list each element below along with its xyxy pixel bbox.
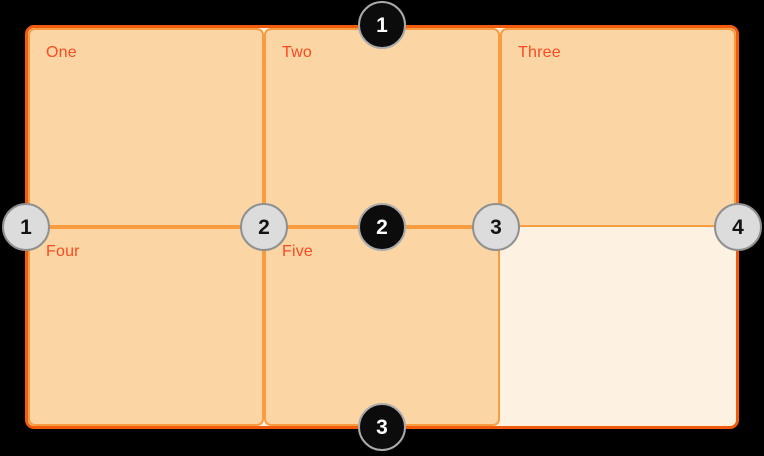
row-line-number-2: 2 — [376, 215, 388, 239]
column-line-marker-2: 2 — [240, 203, 288, 251]
grid-cell-three: Three — [500, 28, 736, 227]
column-line-number-3: 3 — [490, 215, 502, 239]
cell-label-one: One — [46, 44, 77, 61]
grid-cell-one: One — [28, 28, 264, 227]
cell-label-two: Two — [282, 44, 312, 61]
grid-container: One Two Three Four Five — [25, 25, 739, 429]
row-line-marker-1: 1 — [358, 1, 406, 49]
column-line-number-2: 2 — [258, 215, 270, 239]
row-line-marker-2: 2 — [358, 203, 406, 251]
grid-cell-five: Five — [264, 227, 500, 426]
column-line-marker-3: 3 — [472, 203, 520, 251]
column-line-number-4: 4 — [732, 215, 744, 239]
column-line-marker-4: 4 — [714, 203, 762, 251]
grid-cell-four: Four — [28, 227, 264, 426]
cell-label-four: Four — [46, 243, 80, 260]
column-line-number-1: 1 — [20, 215, 32, 239]
row-line-number-3: 3 — [376, 415, 388, 439]
grid-cell-two: Two — [264, 28, 500, 227]
column-line-marker-1: 1 — [2, 203, 50, 251]
cell-label-five: Five — [282, 243, 314, 260]
row-line-number-1: 1 — [376, 13, 388, 37]
cell-label-three: Three — [518, 44, 561, 61]
row-line-marker-3: 3 — [358, 403, 406, 451]
grid-cell-empty — [500, 227, 736, 426]
